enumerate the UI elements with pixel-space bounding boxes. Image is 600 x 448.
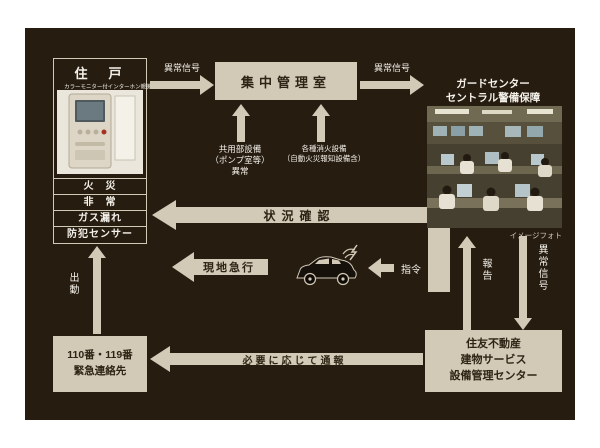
command-label: 指令 [401,265,421,276]
emergency-contact-line1: 110番・119番 [67,349,133,362]
dispatch-label: 出動 [67,272,78,296]
control-room-title: 集中管理室 [240,74,331,90]
emergency-contact-line2: 緊急連絡先 [73,365,127,377]
arrow-dispatch-up [88,246,106,334]
arrow-fire-equipment-to-control [312,104,330,142]
intercom-device-image [57,90,143,174]
management-center-box: 住友不動産 建物サービス 設備管理センター [425,330,562,392]
management-center-line2: 建物サービス [460,354,527,367]
arrow-abnormal-signal-down [514,236,532,330]
alarm-list: 火 災 非 常 ガス漏れ 防犯センサー [54,178,146,242]
status-check-label: 状況確認 [263,208,336,223]
guard-center-name-line1: ガードセンター [456,78,530,90]
abnormal-signal-down-label: 異常信号 [536,244,547,292]
arrow-report-up [458,236,476,330]
guard-center-title: ガードセンター セントラル警備保障 [423,78,563,105]
common-facility-line3: 異常 [231,166,249,177]
report-label: 報告 [480,258,491,282]
arrow-notify [150,346,423,372]
arrow-rush-to-site [172,252,268,282]
management-center-line1: 住友不動産 [466,338,521,351]
fire-equipment-text: 各種消火設備 （自動火災報知設備含） [282,144,366,164]
fire-equipment-line2: （自動火災報知設備含） [282,153,366,163]
residence-title: 住 戸 [74,66,126,81]
arrow-status-check [152,200,427,230]
patrol-car-icon [296,244,358,286]
abnormal-signal-right-label: 異常信号 [373,63,410,73]
operator-figures [439,152,552,211]
arrow-residence-to-control [150,75,214,95]
residence-box: 住 戸 カラーモニター付インターホン親機 火 災 非 常 ガス漏れ 防犯センサー [53,58,152,244]
alarm-item-gas-leak: ガス漏れ [54,210,146,226]
common-facility-line1: 共用部設備 [218,144,262,154]
alarm-item-security-sensor: 防犯センサー [54,226,146,242]
fire-equipment-line1: 各種消火設備 [301,144,347,153]
arrow-common-facility-to-control [232,104,250,142]
alarm-item-fire: 火 災 [54,178,146,194]
arrow-command-to-car [368,258,394,278]
common-facility-text: 共用部設備 （ポンプ室等） 異常 [196,144,284,177]
guard-center-photo [427,106,562,228]
abnormal-signal-left-label: 異常信号 [163,63,200,73]
alarm-item-emergency: 非 常 [54,194,146,210]
rush-to-site-label: 現地急行 [203,262,255,274]
emergency-contact-box: 110番・119番 緊急連絡先 [53,336,147,392]
notify-label: 必要に応じて通報 [242,355,347,367]
photo-caption: イメージフォト [509,231,562,240]
control-room-box: 集中管理室 [215,62,357,100]
guard-center-connector-bar [428,228,450,292]
guard-center-name-line2: セントラル警備保障 [445,91,541,104]
radio-waves-icon [342,244,358,261]
common-facility-line2: （ポンプ室等） [210,155,270,166]
management-center-line3: 設備管理センター [449,369,538,382]
arrow-control-to-guard [360,75,424,95]
residence-subtitle: カラーモニター付インターホン親機 [64,84,152,91]
diagram-panel: 住 戸 カラーモニター付インターホン親機 火 災 非 常 ガス漏れ 防犯センサー [25,28,575,420]
